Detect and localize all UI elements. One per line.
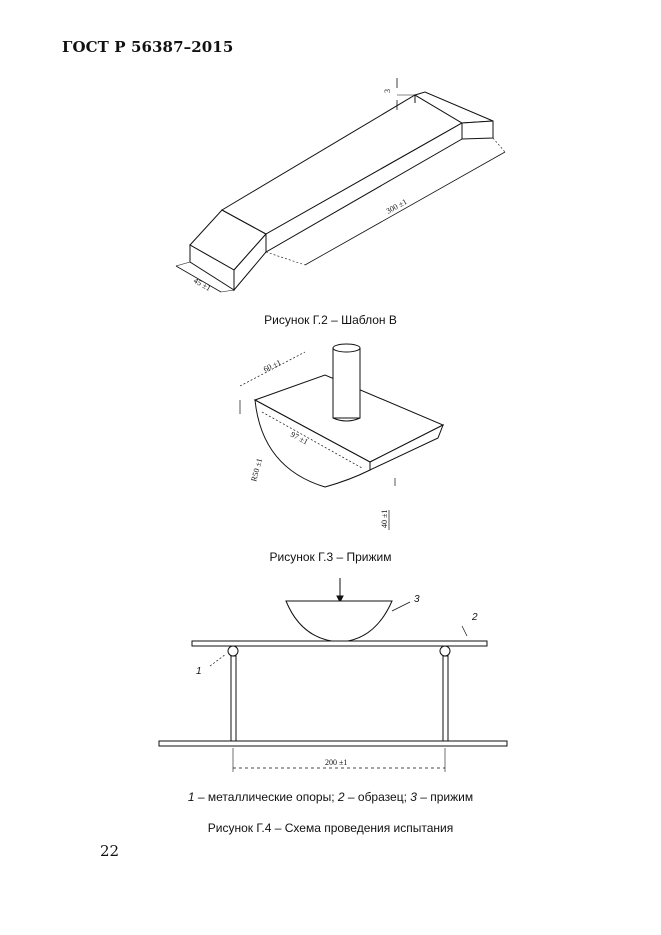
- dim-width-45: 45 ±1: [192, 276, 212, 293]
- legend-num-3: 3: [410, 790, 417, 804]
- dim-height-3: 3: [383, 89, 392, 93]
- page-number: 22: [100, 842, 120, 860]
- dim-span-200: 200 ±1: [325, 758, 347, 767]
- label-3-clamp: 3: [414, 594, 420, 605]
- label-2-specimen: 2: [471, 612, 478, 623]
- dim-height-40: 40 ±1: [380, 510, 389, 528]
- dim-top-60: 60 ±1: [262, 358, 282, 374]
- legend-text-3: – прижим: [416, 790, 474, 804]
- legend-text-2: – образец;: [344, 790, 411, 804]
- label-1-supports: 1: [196, 666, 202, 677]
- document-header: ГОСТ Р 56387–2015: [62, 38, 234, 56]
- legend-text-1: – металлические опоры;: [194, 790, 338, 804]
- legend-num-2: 2: [337, 790, 345, 804]
- dim-side-97: 97 ±1: [289, 430, 309, 447]
- dim-length-300: 300 ±1: [385, 197, 409, 216]
- legend-num-1: 1: [187, 790, 195, 804]
- figure-g2-caption: Рисунок Г.2 – Шаблон В: [264, 313, 397, 327]
- dim-radius-50: R50 ±1: [249, 457, 264, 482]
- figure-g4-legend: 1 – металлические опоры; 2 – образец; 3 …: [0, 790, 661, 804]
- figure-g3-caption: Рисунок Г.3 – Прижим: [269, 550, 392, 564]
- figure-g4-caption: Рисунок Г.4 – Схема проведения испытания: [207, 821, 454, 835]
